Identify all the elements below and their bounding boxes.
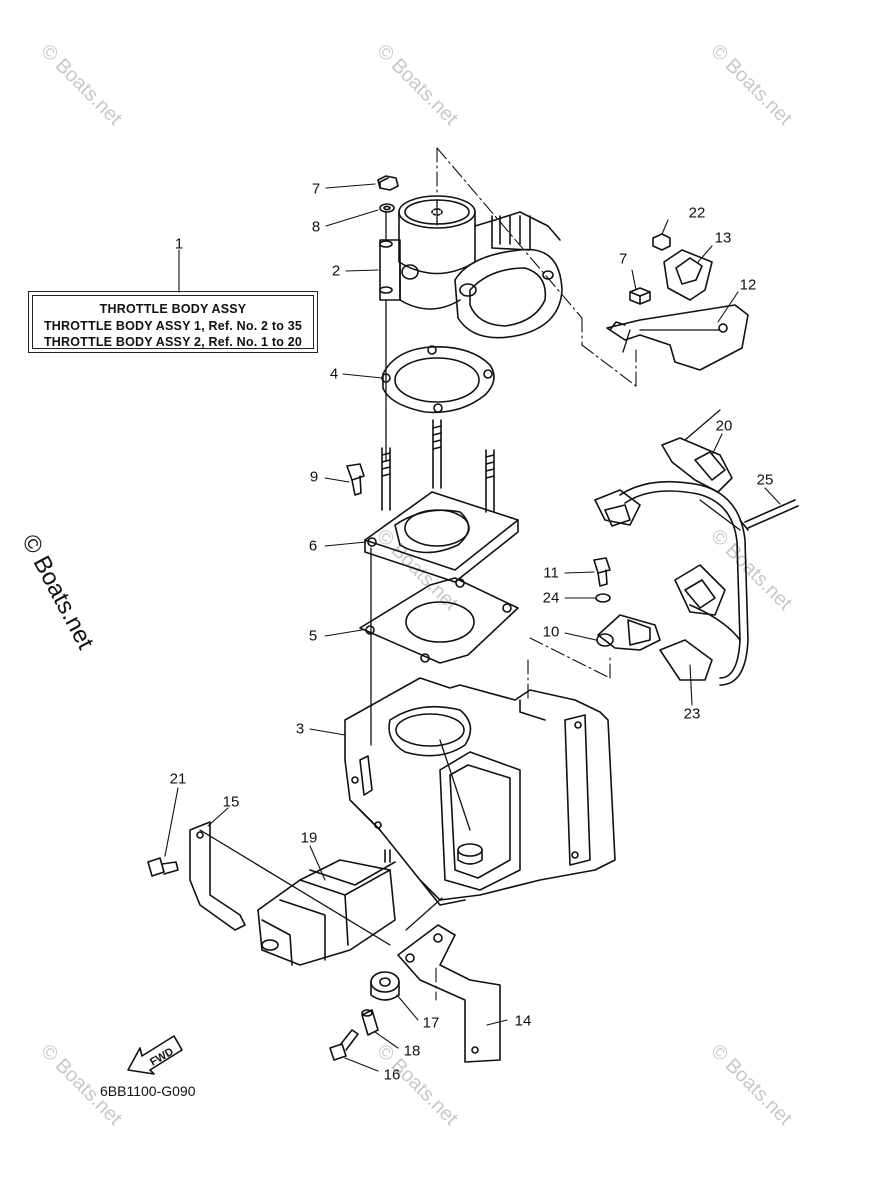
intake-body-3 bbox=[344, 677, 616, 906]
bolt-9 bbox=[346, 463, 365, 496]
callout-3: 3 bbox=[295, 720, 305, 738]
callout-24: 24 bbox=[542, 589, 560, 607]
sensor-13 bbox=[663, 249, 713, 301]
reference-lines bbox=[435, 147, 637, 1001]
callout-6: 6 bbox=[308, 537, 318, 555]
callout-15: 15 bbox=[222, 793, 240, 811]
callout-20: 20 bbox=[715, 417, 733, 435]
gasket-5 bbox=[359, 577, 519, 664]
callout-4: 4 bbox=[329, 365, 339, 383]
callout-12: 12 bbox=[739, 276, 757, 294]
canister-19 bbox=[257, 849, 396, 966]
callout-13: 13 bbox=[714, 229, 732, 247]
bracket-15 bbox=[189, 821, 246, 931]
bracket-14 bbox=[397, 924, 501, 1063]
bolt-21 bbox=[147, 857, 179, 877]
callout-9: 9 bbox=[309, 468, 319, 486]
guide-lines bbox=[199, 199, 741, 946]
callout-7-right: 7 bbox=[618, 250, 628, 268]
legend-line-1: THROTTLE BODY ASSY 1, Ref. No. 2 to 35 bbox=[43, 319, 303, 333]
callout-22: 22 bbox=[688, 204, 706, 222]
legend-title: THROTTLE BODY ASSY bbox=[99, 302, 247, 316]
callout-7-top: 7 bbox=[311, 180, 321, 198]
callout-14: 14 bbox=[514, 1012, 532, 1030]
callout-19: 19 bbox=[300, 829, 318, 847]
washer-8 bbox=[379, 203, 395, 213]
callout-11: 11 bbox=[543, 564, 559, 582]
cable-tie-25 bbox=[739, 499, 799, 531]
bracket-12 bbox=[606, 304, 749, 371]
wire-harness-23 bbox=[594, 480, 749, 686]
spacer-6 bbox=[364, 491, 519, 583]
collar-18 bbox=[361, 1009, 379, 1036]
callout-21: 21 bbox=[169, 770, 187, 788]
connector-20 bbox=[661, 437, 733, 493]
callout-8: 8 bbox=[311, 218, 321, 236]
callout-23: 23 bbox=[683, 705, 701, 723]
washer-24 bbox=[595, 593, 611, 603]
part-legend: THROTTLE BODY ASSY THROTTLE BODY ASSY 1,… bbox=[28, 291, 318, 353]
throttle-body-2 bbox=[379, 195, 563, 339]
leader-lines bbox=[164, 183, 781, 1072]
callout-2: 2 bbox=[331, 262, 341, 280]
callout-5: 5 bbox=[308, 627, 318, 645]
callout-16: 16 bbox=[383, 1066, 401, 1084]
bolt-11 bbox=[593, 557, 611, 587]
grommet-17 bbox=[370, 971, 400, 1001]
nut-22 bbox=[652, 233, 671, 251]
callout-10: 10 bbox=[542, 623, 560, 641]
nut-7-right bbox=[629, 287, 651, 305]
nut-7-top bbox=[377, 175, 399, 191]
legend-inner: THROTTLE BODY ASSY THROTTLE BODY ASSY 1,… bbox=[32, 295, 314, 349]
gasket-4 bbox=[381, 345, 495, 414]
callout-25: 25 bbox=[756, 471, 774, 489]
callout-17: 17 bbox=[422, 1014, 440, 1032]
drawing-code: 6BB1100-G090 bbox=[100, 1083, 196, 1099]
bolt-16 bbox=[329, 1029, 359, 1061]
callout-1: 1 bbox=[174, 235, 184, 253]
legend-line-2: THROTTLE BODY ASSY 2, Ref. No. 1 to 20 bbox=[43, 335, 303, 349]
studs bbox=[381, 419, 495, 513]
sensor-10 bbox=[596, 614, 661, 651]
callout-18: 18 bbox=[403, 1042, 421, 1060]
